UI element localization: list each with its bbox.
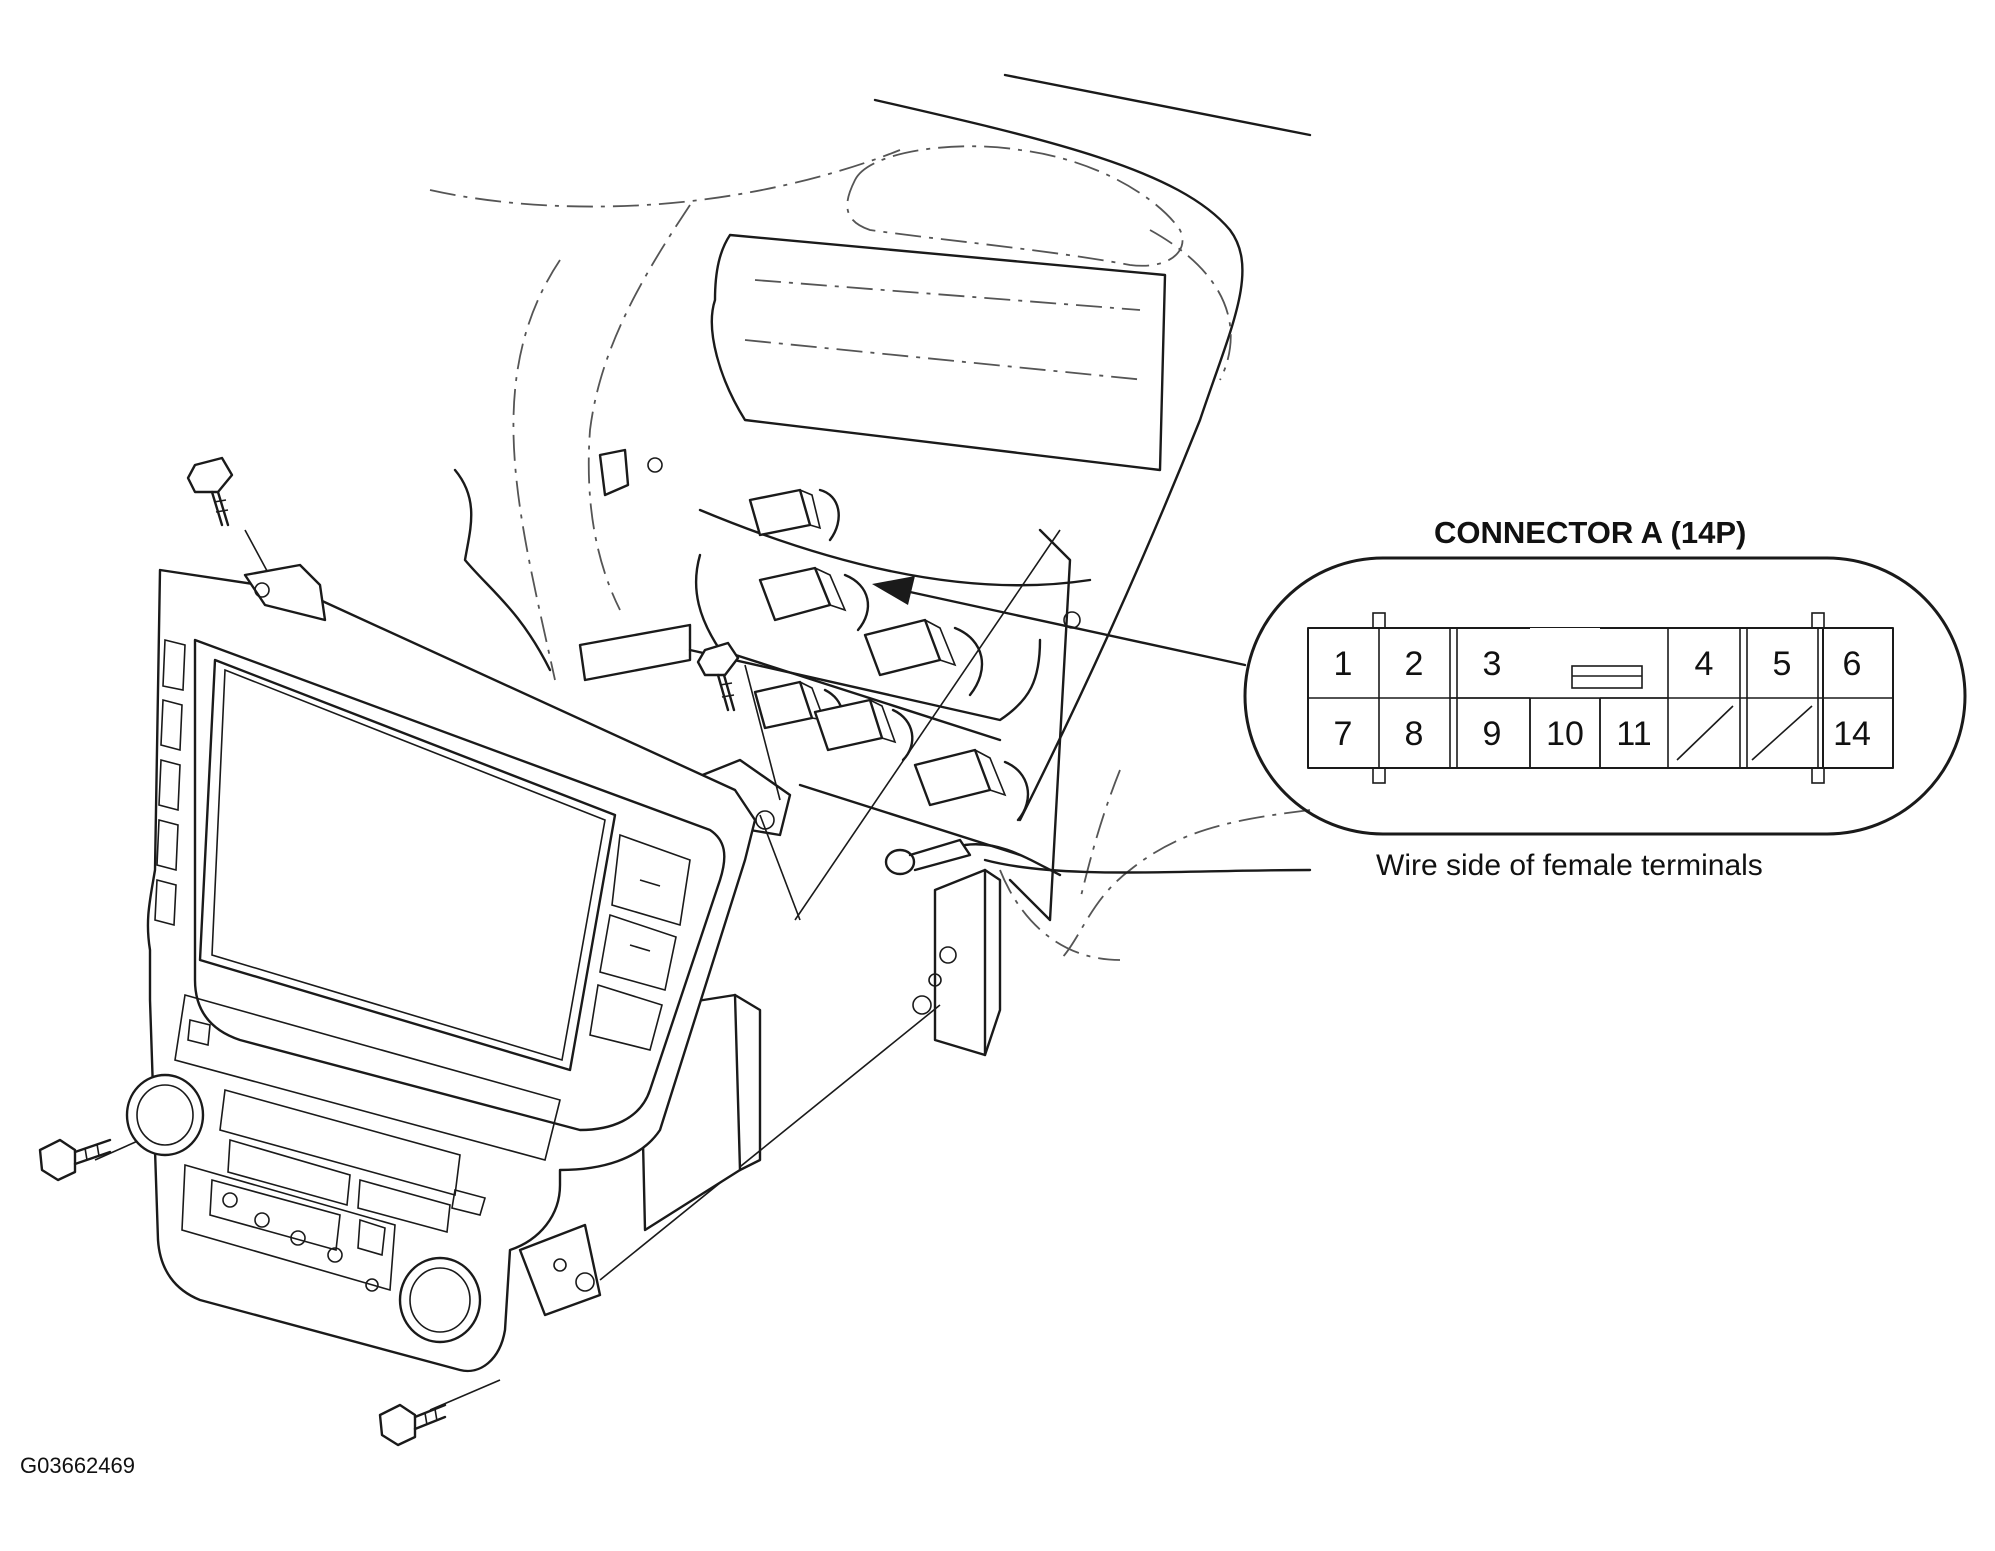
top-bracket	[243, 563, 327, 622]
connector-detail: CONNECTOR A (14P)	[1243, 515, 1967, 882]
pin-2-label: 2	[1405, 645, 1424, 683]
harness-connector	[813, 698, 914, 762]
control-panel	[174, 993, 561, 1292]
left-buttons	[154, 638, 186, 927]
pin-7-label: 7	[1334, 715, 1353, 753]
harness-connector	[748, 488, 840, 542]
bolt-icon	[186, 456, 234, 527]
audio-display-unit	[125, 563, 757, 1373]
bolt-icon	[38, 1138, 112, 1182]
bolt-icon	[696, 641, 740, 712]
pin-5-label: 5	[1773, 645, 1792, 683]
pin-8-label: 8	[1405, 715, 1424, 753]
pin-14-label: 14	[1833, 715, 1871, 753]
connector-title: CONNECTOR A (14P)	[1434, 515, 1746, 550]
harness-connector	[758, 566, 870, 632]
connector-face: 1 2 3 4 5 6 7 8 9 10 11 14	[1307, 612, 1871, 784]
pin-10-label: 10	[1546, 715, 1584, 753]
pin-9-label: 9	[1483, 715, 1502, 753]
dashboard-outline	[429, 73, 1312, 961]
figure-id: G03662469	[20, 1453, 135, 1478]
pin-11-label: 11	[1616, 715, 1651, 753]
left-knob	[125, 1073, 205, 1157]
side-buttons	[589, 833, 691, 1051]
display-screen	[198, 658, 617, 1072]
empty-cavity	[1751, 705, 1813, 761]
pin-3-label: 3	[1483, 645, 1502, 683]
pin-6-label: 6	[1843, 645, 1862, 683]
harness-connector	[913, 748, 1030, 822]
harness-connector	[863, 618, 984, 697]
bolt-icon	[378, 1403, 447, 1447]
empty-cavity	[1676, 705, 1734, 761]
callout-arrow	[872, 576, 1247, 667]
connector-caption: Wire side of female terminals	[1376, 849, 1763, 882]
right-knob	[398, 1256, 482, 1344]
harness-connectors	[748, 488, 1062, 877]
antenna-plug-icon	[884, 838, 1062, 877]
pin-4-label: 4	[1695, 645, 1714, 683]
pin-1-label: 1	[1334, 645, 1353, 683]
